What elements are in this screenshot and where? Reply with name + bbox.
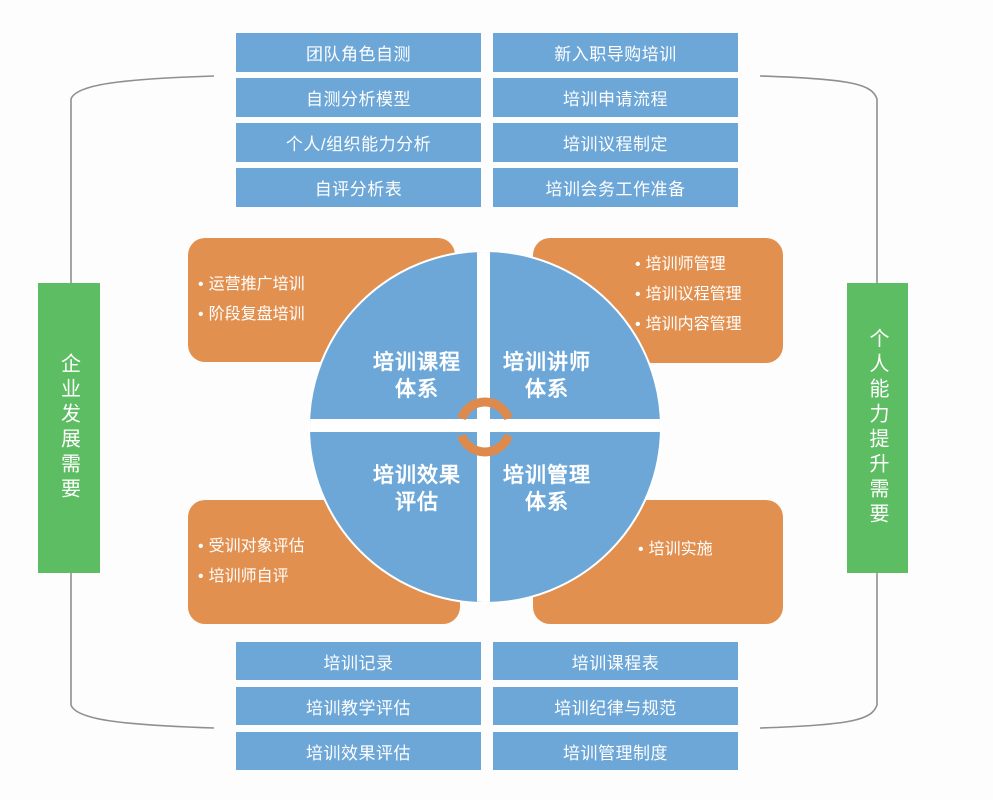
- enterprise-need-bar: 企业发展需要: [38, 283, 100, 573]
- list-item: •培训师管理: [635, 250, 783, 280]
- management-system-detail-list: •培训实施: [638, 535, 783, 565]
- top-left-bar-3: 个人/组织能力分析: [236, 123, 481, 162]
- quadrant-label-line: 体系: [525, 491, 569, 514]
- bottom-right-bar-2: 培训纪律与规范: [493, 687, 738, 725]
- quadrant-label-line: 体系: [525, 378, 569, 401]
- orange-item-label: 运营推广培训: [208, 276, 305, 293]
- orange-item-label: 受训对象评估: [208, 538, 305, 555]
- list-item: •运营推广培训: [198, 270, 455, 300]
- personal-need-bar: 个人能力提升需要: [847, 283, 908, 573]
- top-left-bar-4: 自评分析表: [236, 168, 481, 207]
- quadrant-label-line: 培训效果: [373, 464, 461, 487]
- list-item: •受训对象评估: [198, 532, 460, 562]
- quadrant-lecturer-system: 培训讲师 体系: [467, 349, 627, 403]
- top-left-bar-1: 团队角色自测: [236, 33, 481, 72]
- list-item: •培训内容管理: [635, 310, 783, 340]
- orange-item-label: 培训师管理: [645, 255, 726, 273]
- orange-item-label: 培训师自评: [208, 568, 289, 585]
- top-left-bar-2: 自测分析模型: [236, 78, 481, 117]
- bottom-left-bar-3: 培训效果评估: [236, 732, 481, 770]
- bottom-right-bar-1: 培训课程表: [493, 642, 738, 680]
- circle-divider-horizontal: [310, 419, 660, 432]
- orange-item-label: 阶段复盘培训: [208, 306, 305, 323]
- bullet-icon: •: [198, 276, 204, 293]
- cycle-arrows-icon: [457, 397, 513, 457]
- top-right-bar-2: 培训申请流程: [493, 78, 738, 117]
- quadrant-label-line: 培训讲师: [503, 351, 591, 374]
- top-right-bar-1: 新入职导购培训: [493, 33, 738, 72]
- bullet-icon: •: [198, 568, 204, 585]
- course-system-detail-list: •运营推广培训 •阶段复盘培训: [198, 270, 455, 330]
- enterprise-need-label: 企业发展需要: [57, 353, 80, 503]
- orange-item-label: 培训内容管理: [645, 315, 742, 333]
- bottom-left-bar-1: 培训记录: [236, 642, 481, 680]
- bullet-icon: •: [635, 255, 641, 273]
- quadrant-label-line: 培训课程: [373, 351, 461, 374]
- top-right-bar-3: 培训议程制定: [493, 123, 738, 162]
- list-item: •阶段复盘培训: [198, 300, 455, 330]
- lecturer-system-detail-list: •培训师管理 •培训议程管理 •培训内容管理: [635, 250, 783, 340]
- quadrant-management-system: 培训管理 体系: [467, 462, 627, 516]
- list-item: •培训实施: [638, 535, 783, 565]
- bullet-icon: •: [198, 538, 204, 555]
- bullet-icon: •: [638, 541, 644, 558]
- top-right-bar-4: 培训会务工作准备: [493, 168, 738, 207]
- effect-evaluation-detail-list: •受训对象评估 •培训师自评: [198, 532, 460, 592]
- list-item: •培训议程管理: [635, 280, 783, 310]
- bullet-icon: •: [635, 315, 641, 333]
- bottom-left-bar-2: 培训教学评估: [236, 687, 481, 725]
- quadrant-label-line: 体系: [395, 378, 439, 401]
- bullet-icon: •: [635, 285, 641, 303]
- orange-item-label: 培训议程管理: [645, 285, 742, 303]
- quadrant-effect-evaluation: 培训效果 评估: [337, 462, 497, 516]
- quadrant-course-system: 培训课程 体系: [337, 349, 497, 403]
- training-system-circle: 培训课程 体系 培训讲师 体系 培训效果 评估 培训管理 体系: [308, 250, 662, 604]
- bottom-right-bar-3: 培训管理制度: [493, 732, 738, 770]
- quadrant-label-line: 培训管理: [503, 464, 591, 487]
- orange-item-label: 培训实施: [648, 541, 713, 558]
- list-item: •培训师自评: [198, 562, 460, 592]
- quadrant-label-line: 评估: [395, 491, 439, 514]
- personal-need-label: 个人能力提升需要: [866, 328, 888, 528]
- bullet-icon: •: [198, 306, 204, 323]
